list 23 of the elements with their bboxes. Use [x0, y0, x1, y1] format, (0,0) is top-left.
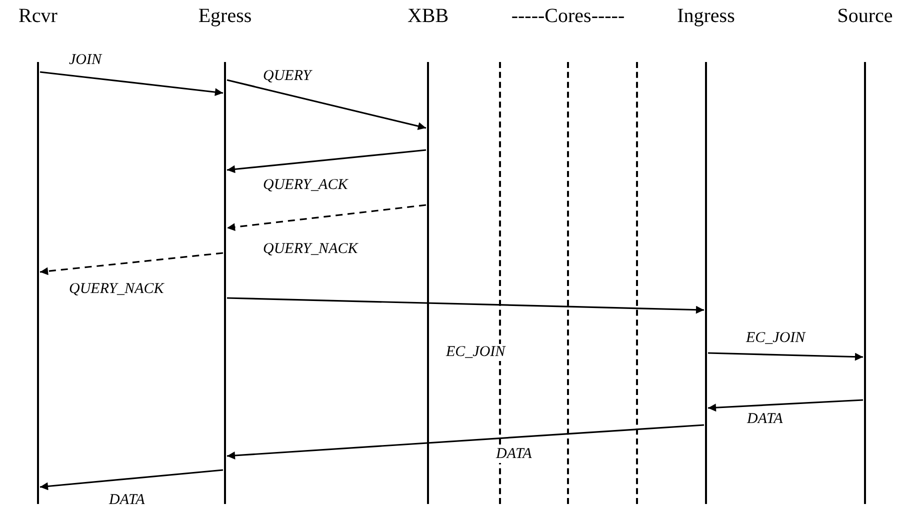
message-arrow — [226, 424, 704, 460]
message-label: QUERY — [262, 68, 312, 85]
message-arrow — [40, 469, 224, 490]
message-label: DATA — [495, 446, 533, 463]
participant-label: Egress — [197, 4, 253, 28]
message-label: QUERY_NACK — [68, 281, 165, 298]
message-arrow — [708, 352, 864, 361]
participant-label: XBB — [406, 4, 450, 28]
participant-label: Ingress — [676, 4, 736, 28]
message-label: QUERY_ACK — [262, 177, 349, 194]
participant-label: Source — [836, 4, 894, 28]
message-arrow — [226, 297, 704, 314]
message-label: EC_JOIN — [445, 344, 506, 361]
message-arrow — [226, 204, 426, 232]
message-label: QUERY_NACK — [262, 241, 359, 258]
message-arrow — [226, 79, 426, 130]
message-arrow — [40, 252, 224, 276]
message-arrow — [226, 149, 426, 174]
participant-label: -----Cores----- — [510, 4, 626, 28]
participant-label: Rcvr — [18, 4, 58, 28]
message-arrow — [708, 399, 864, 412]
message-label: EC_JOIN — [745, 330, 806, 347]
message-arrow — [40, 71, 224, 96]
